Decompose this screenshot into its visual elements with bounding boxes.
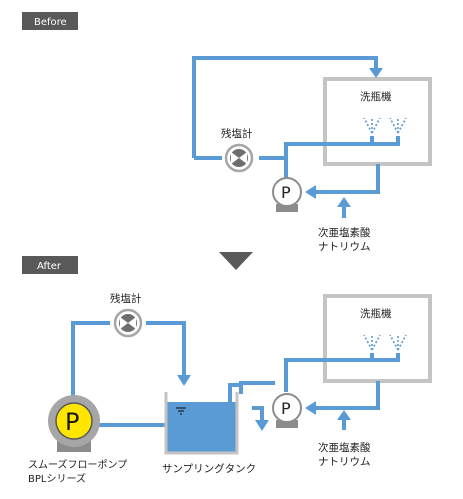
bpl-pump-letter: P: [65, 408, 79, 436]
before-tag: [22, 12, 78, 30]
after-overflow-arrow-icon: [255, 420, 269, 431]
tank-wall: [164, 392, 239, 455]
before-return-pipe: [316, 164, 380, 194]
before-top-arrow-icon: [369, 68, 383, 78]
before-tag-label: Before: [34, 17, 67, 28]
after-washer-label: 洗瓶機: [360, 307, 392, 320]
sampling-tank: [164, 392, 239, 455]
after-overflow-pipe: [252, 406, 264, 420]
before-meter-label: 残塩計: [221, 127, 253, 140]
after-section: After 洗瓶機 次亜塩素酸 ナトリウム: [22, 256, 432, 485]
before-chemical-label-2: ナトリウム: [318, 241, 371, 253]
water-level-icon: [176, 407, 186, 415]
after-tank-inlet-arrow-icon: [177, 375, 191, 386]
bpl-label-2: BPLシリーズ: [28, 472, 86, 485]
after-pump-icon: [272, 393, 302, 428]
down-triangle-icon: [219, 252, 253, 270]
before-washer-label: 洗瓶機: [360, 90, 392, 103]
before-pump-letter: P: [281, 183, 291, 202]
after-tank-sample-pipe: [228, 383, 240, 402]
bpl-label-1: スムーズフローポンプ: [28, 458, 127, 471]
after-chemical-arrow-icon: [337, 410, 351, 420]
before-section: Before 洗瓶機 次亜塩素酸 ナトリウム 残塩計: [22, 12, 432, 253]
before-spray-nozzle-icon: [363, 117, 407, 134]
after-return-arrow-icon: [305, 401, 316, 415]
before-chemical-label-1: 次亜塩素酸: [318, 226, 371, 239]
after-return-pipe: [316, 381, 380, 410]
before-meter-right-pipe: [259, 136, 400, 160]
after-meter-label: 残塩計: [110, 292, 142, 305]
after-tag: [22, 256, 78, 274]
tank-water: [167, 402, 236, 452]
after-chlorine-meter-icon: [113, 308, 143, 338]
after-spray-nozzle-icon: [363, 334, 407, 351]
after-tank-to-pump-pipe: [239, 381, 275, 394]
before-top-pipe: [192, 56, 378, 158]
after-chemical-label-2: ナトリウム: [318, 456, 371, 468]
after-sampling-pipe-right: [146, 321, 186, 375]
after-nozzle-pipe: [284, 353, 400, 392]
after-chemical-label-1: 次亜塩素酸: [318, 441, 371, 454]
before-pump-icon: [272, 177, 302, 212]
after-tank-label: サンプリングタンク: [162, 462, 256, 475]
after-pump-letter: P: [281, 399, 291, 418]
before-chemical-arrow-icon: [337, 197, 351, 207]
after-tag-label: After: [37, 261, 62, 272]
bpl-pump-icon: [48, 395, 100, 452]
after-sampling-pipe-up: [71, 321, 110, 400]
before-chlorine-meter-icon: [224, 143, 254, 173]
before-return-arrow-icon: [305, 185, 316, 199]
